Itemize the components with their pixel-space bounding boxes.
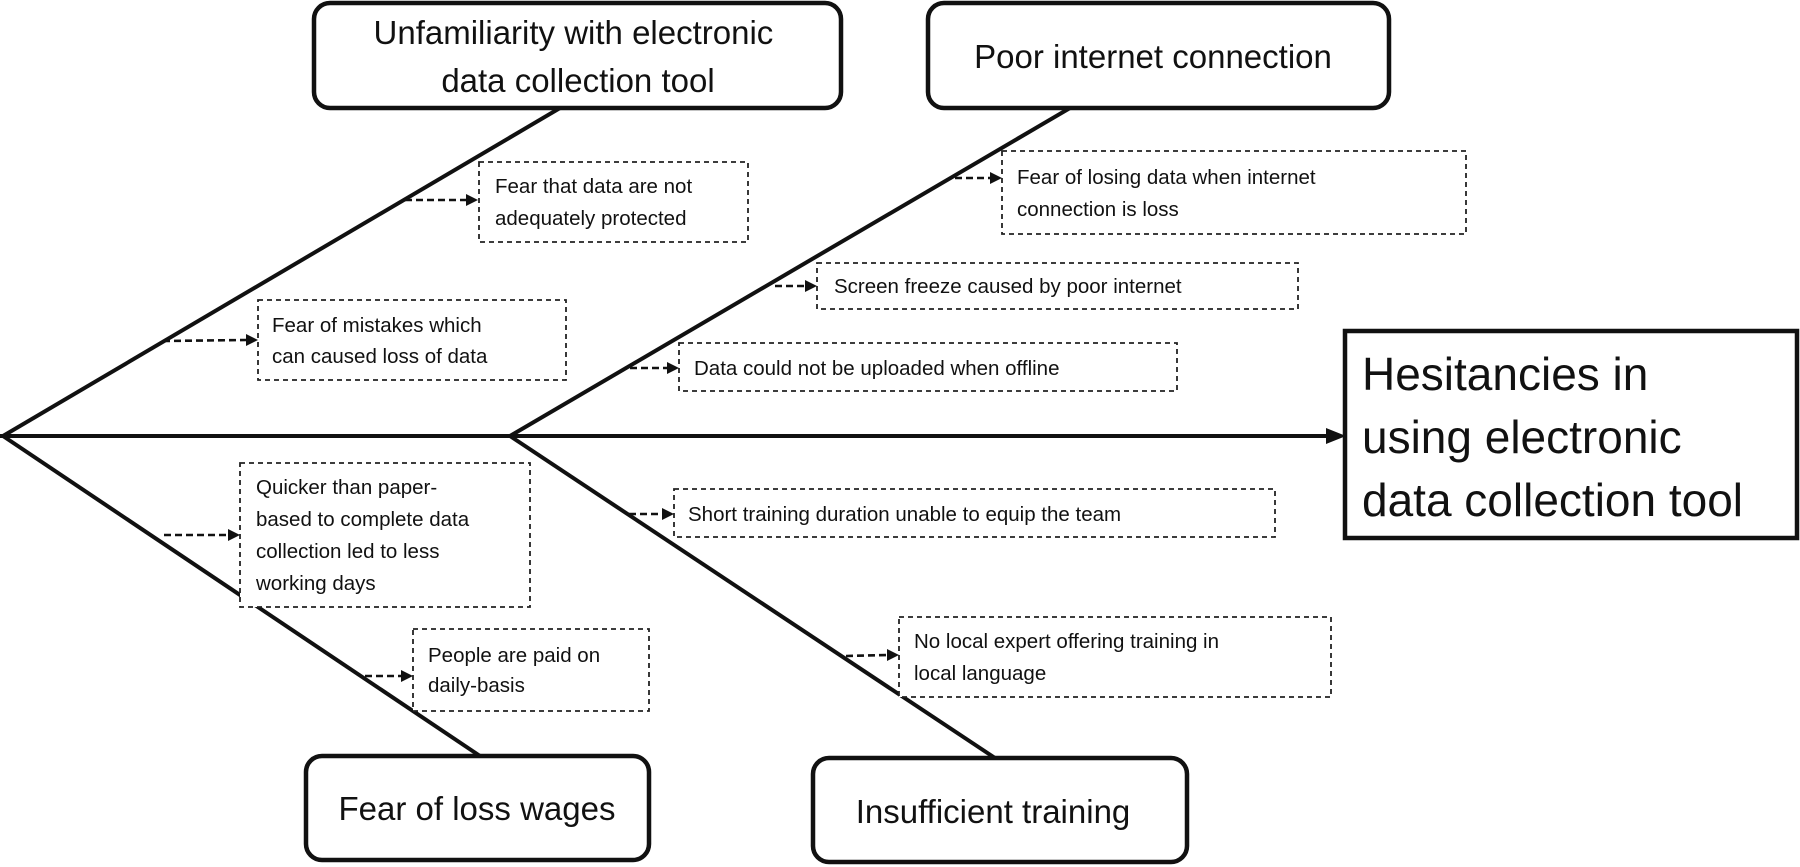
category-box-training: Insufficient training xyxy=(810,755,1190,865)
svg-text:Poor internet connection: Poor internet connection xyxy=(974,38,1332,75)
svg-text:Quicker than paper- base: Quicker than paper- based to complete da… xyxy=(255,476,475,595)
svg-text:Fear of mistakes which c: Fear of mistakes which can caused loss o… xyxy=(272,314,488,368)
cause-text: Fear that data are not xyxy=(495,175,692,198)
cause-box: No local expert offering training in loc… xyxy=(898,616,1332,698)
cause-text: Quicker than paper- xyxy=(256,476,437,499)
cause-arrow xyxy=(405,194,478,206)
svg-text:Fear that data are not a: Fear that data are not adequately protec… xyxy=(495,175,698,230)
svg-text:Insufficient training: Insufficient training xyxy=(856,793,1131,830)
svg-text:No local expert offering train: No local expert offering training in loc… xyxy=(914,630,1225,685)
svg-text:Fear of loss wages: Fear of loss wages xyxy=(339,790,616,827)
cause-text: adequately protected xyxy=(495,207,686,230)
svg-text:People are paid on daily: People are paid on daily-basis xyxy=(428,644,606,697)
svg-text:Short training duration unabl: Short training duration unable to equip … xyxy=(688,503,1121,526)
effect-text: Hesitancies in using electronic data col… xyxy=(1362,348,1743,526)
category-box-internet: Poor internet connection xyxy=(925,0,1392,111)
cause-text: local language xyxy=(914,662,1046,685)
cause-text: Data could not be uploaded when offline xyxy=(694,357,1060,380)
cause-box: Screen freeze caused by poor internet xyxy=(816,262,1299,310)
bone-training xyxy=(508,434,997,760)
category-label: data collection tool xyxy=(441,62,714,99)
effect-box: Hesitancies in using electronic data col… xyxy=(1342,328,1800,541)
cause-arrow xyxy=(630,362,679,374)
cause-box: Short training duration unable to equip … xyxy=(673,488,1276,538)
cause-text: Fear of losing data when internet xyxy=(1017,166,1316,189)
cause-text: Fear of mistakes which xyxy=(272,314,482,337)
cause-box: Fear of mistakes which can caused loss o… xyxy=(257,299,567,381)
cause-text: daily-basis xyxy=(428,674,525,697)
cause-arrow xyxy=(629,508,674,520)
svg-text:Fear of losing data when inter: Fear of losing data when internet connec… xyxy=(1017,166,1321,221)
effect-line: Hesitancies in xyxy=(1362,348,1648,400)
svg-text:Unfamiliarity with electronic: Unfamiliarity with electronic data colle… xyxy=(374,14,783,99)
category-box-wages: Fear of loss wages xyxy=(303,753,652,863)
cause-text: working days xyxy=(255,572,376,595)
bone-internet xyxy=(508,106,1072,438)
cause-text: collection led to less xyxy=(256,540,439,563)
category-label: Insufficient training xyxy=(856,793,1131,830)
cause-text: can caused loss of data xyxy=(272,345,488,368)
cause-box: Quicker than paper- based to complete da… xyxy=(239,462,531,608)
cause-arrow xyxy=(955,172,1002,184)
svg-text:Screen freeze caused by poor: Screen freeze caused by poor internet xyxy=(834,275,1182,298)
category-label: Unfamiliarity with electronic xyxy=(374,14,774,51)
cause-box: Data could not be uploaded when offline xyxy=(678,342,1178,392)
category-label: Fear of loss wages xyxy=(339,790,616,827)
cause-box: People are paid on daily-basis xyxy=(412,628,650,712)
cause-box: Fear that data are not adequately protec… xyxy=(478,161,749,243)
cause-text: Screen freeze caused by poor internet xyxy=(834,275,1182,298)
cause-text: People are paid on xyxy=(428,644,600,667)
cause-text: Short training duration unable to equip … xyxy=(688,503,1121,526)
cause-arrow xyxy=(775,280,817,292)
cause-text: based to complete data xyxy=(256,508,470,531)
cause-arrow xyxy=(162,334,258,346)
cause-arrow xyxy=(164,529,240,541)
cause-text: No local expert offering training in xyxy=(914,630,1219,653)
category-label: Poor internet connection xyxy=(974,38,1332,75)
cause-arrow xyxy=(845,649,899,661)
effect-line: data collection tool xyxy=(1362,474,1743,526)
cause-box: Fear of losing data when internet connec… xyxy=(1001,150,1467,235)
spine-arrowhead xyxy=(1326,428,1346,444)
bone-unfamiliarity xyxy=(1,106,562,438)
svg-text:Data could not be uploaded whe: Data could not be uploaded when offline xyxy=(694,357,1060,380)
effect-line: using electronic xyxy=(1362,411,1682,463)
category-box-unfamiliarity: Unfamiliarity with electronic data colle… xyxy=(311,0,844,111)
cause-arrow xyxy=(365,670,413,682)
cause-text: connection is loss xyxy=(1017,198,1179,221)
